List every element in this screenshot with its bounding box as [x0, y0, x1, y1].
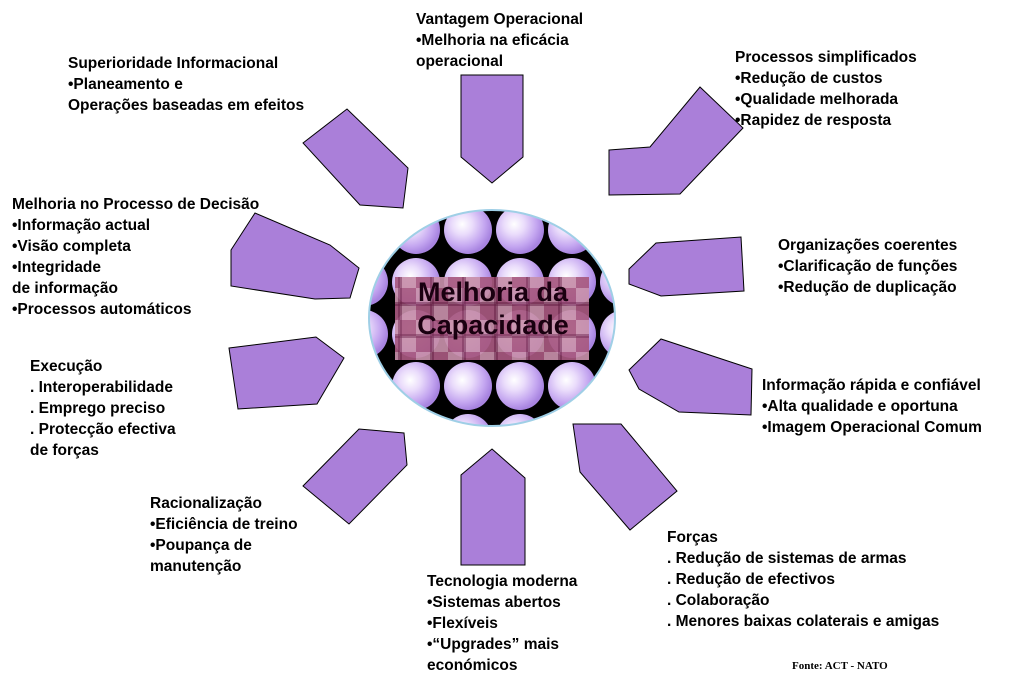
sphere-decoration: [288, 414, 336, 462]
sphere-decoration: [548, 154, 596, 202]
label-line: Melhoria no Processo de Decisão: [12, 196, 260, 213]
arrow-right-lower: [628, 338, 753, 416]
arrow-group: [228, 74, 753, 566]
label-line: Forças: [667, 529, 718, 546]
arrow-bottom-right: [572, 423, 678, 531]
label-line: •Flexíveis: [427, 615, 498, 632]
label-line: . Redução de efectivos: [667, 571, 835, 588]
source-caption: Fonte: ACT - NATO: [792, 660, 888, 672]
label-processo-decisao: Melhoria no Processo de Decisão •Informa…: [12, 194, 259, 320]
center-title-line1: Melhoria da: [417, 277, 569, 307]
label-line: Operações baseadas em efeitos: [68, 97, 305, 114]
sphere-decoration: [600, 210, 615, 254]
label-line: •Alta qualidade e oportuna: [762, 398, 958, 415]
center-title-line2: Capacidade: [417, 310, 569, 340]
label-line: •Planeamento e: [68, 76, 183, 93]
label-forcas: Forças . Redução de sistemas de armas . …: [667, 527, 939, 632]
label-line: de informação: [12, 280, 118, 297]
label-line: Tecnologia moderna: [427, 573, 578, 590]
label-line: •Redução de custos: [735, 70, 883, 87]
label-line: •Integridade: [12, 259, 101, 276]
label-line: Vantagem Operacional: [416, 11, 584, 28]
label-line: Superioridade Informacional: [68, 55, 279, 72]
label-line: •Informação actual: [12, 217, 151, 234]
label-line: •Qualidade melhorada: [735, 91, 899, 108]
label-vantagem-operacional: Vantagem Operacional •Melhoria na eficác…: [416, 9, 583, 72]
label-line: . Menores baixas colaterais e amigas: [667, 613, 940, 630]
label-superioridade-informacional: Superioridade Informacional •Planeamento…: [68, 53, 304, 116]
center-band: [395, 277, 589, 360]
label-line: •“Upgrades” mais: [427, 636, 560, 653]
label-line: . Colaboração: [667, 592, 770, 609]
label-line: Execução: [30, 358, 103, 375]
label-tecnologia-moderna: Tecnologia moderna •Sistemas abertos •Fl…: [427, 571, 577, 676]
sphere-decoration: [444, 362, 492, 410]
label-line: •Eficiência de treino: [150, 516, 298, 533]
arrow-right-upper: [628, 236, 745, 297]
center-title: Melhoria da Capacidade: [393, 276, 593, 342]
label-line: Organizações coerentes: [778, 237, 958, 254]
sphere-decoration: [496, 414, 544, 426]
label-line: de forças: [30, 442, 99, 459]
sphere-decoration: [496, 362, 544, 410]
label-line: económicos: [427, 657, 518, 674]
label-line: . Emprego preciso: [30, 400, 166, 417]
sphere-decoration: [369, 210, 388, 254]
label-informacao-rapida: Informação rápida e confiável •Alta qual…: [762, 375, 982, 438]
label-organizacoes-coerentes: Organizações coerentes •Clarificação de …: [778, 235, 957, 298]
label-line: •Processos automáticos: [12, 301, 192, 318]
sphere-decoration: [548, 210, 596, 254]
arrow-bottom-left: [302, 428, 408, 525]
sphere-decoration: [496, 210, 544, 254]
label-line: manutenção: [150, 558, 242, 575]
label-line: •Sistemas abertos: [427, 594, 561, 611]
label-line: . Redução de sistemas de armas: [667, 550, 907, 567]
label-line: Processos simplificados: [735, 49, 917, 66]
sphere-decoration: [444, 210, 492, 254]
label-line: •Rapidez de resposta: [735, 112, 892, 129]
label-line: •Poupança de: [150, 537, 252, 554]
arrow-top: [460, 74, 524, 184]
arrow-bottom: [460, 448, 526, 566]
sphere-decoration: [369, 310, 388, 358]
label-line: •Redução de duplicação: [778, 279, 957, 296]
label-line: •Melhoria na eficácia: [416, 32, 569, 49]
label-racionalizacao: Racionalização •Eficiência de treino •Po…: [150, 493, 298, 577]
label-processos-simplificados: Processos simplificados •Redução de cust…: [735, 47, 917, 131]
label-line: . Interoperabilidade: [30, 379, 173, 396]
arrow-top-right: [608, 86, 744, 196]
label-line: operacional: [416, 53, 503, 70]
label-line: . Protecção efectiva: [30, 421, 176, 438]
label-line: •Imagem Operacional Comum: [762, 419, 982, 436]
label-execucao: Execução . Interoperabilidade . Emprego …: [30, 356, 176, 461]
label-line: •Clarificação de funções: [778, 258, 958, 275]
label-line: •Visão completa: [12, 238, 131, 255]
arrow-left-lower: [228, 336, 345, 410]
arrow-top-left: [302, 108, 409, 209]
sphere-decoration: [369, 362, 388, 410]
label-line: Informação rápida e confiável: [762, 377, 981, 394]
arrow-left-upper: [230, 212, 360, 300]
sphere-decoration: [600, 310, 615, 358]
label-line: Racionalização: [150, 495, 262, 512]
